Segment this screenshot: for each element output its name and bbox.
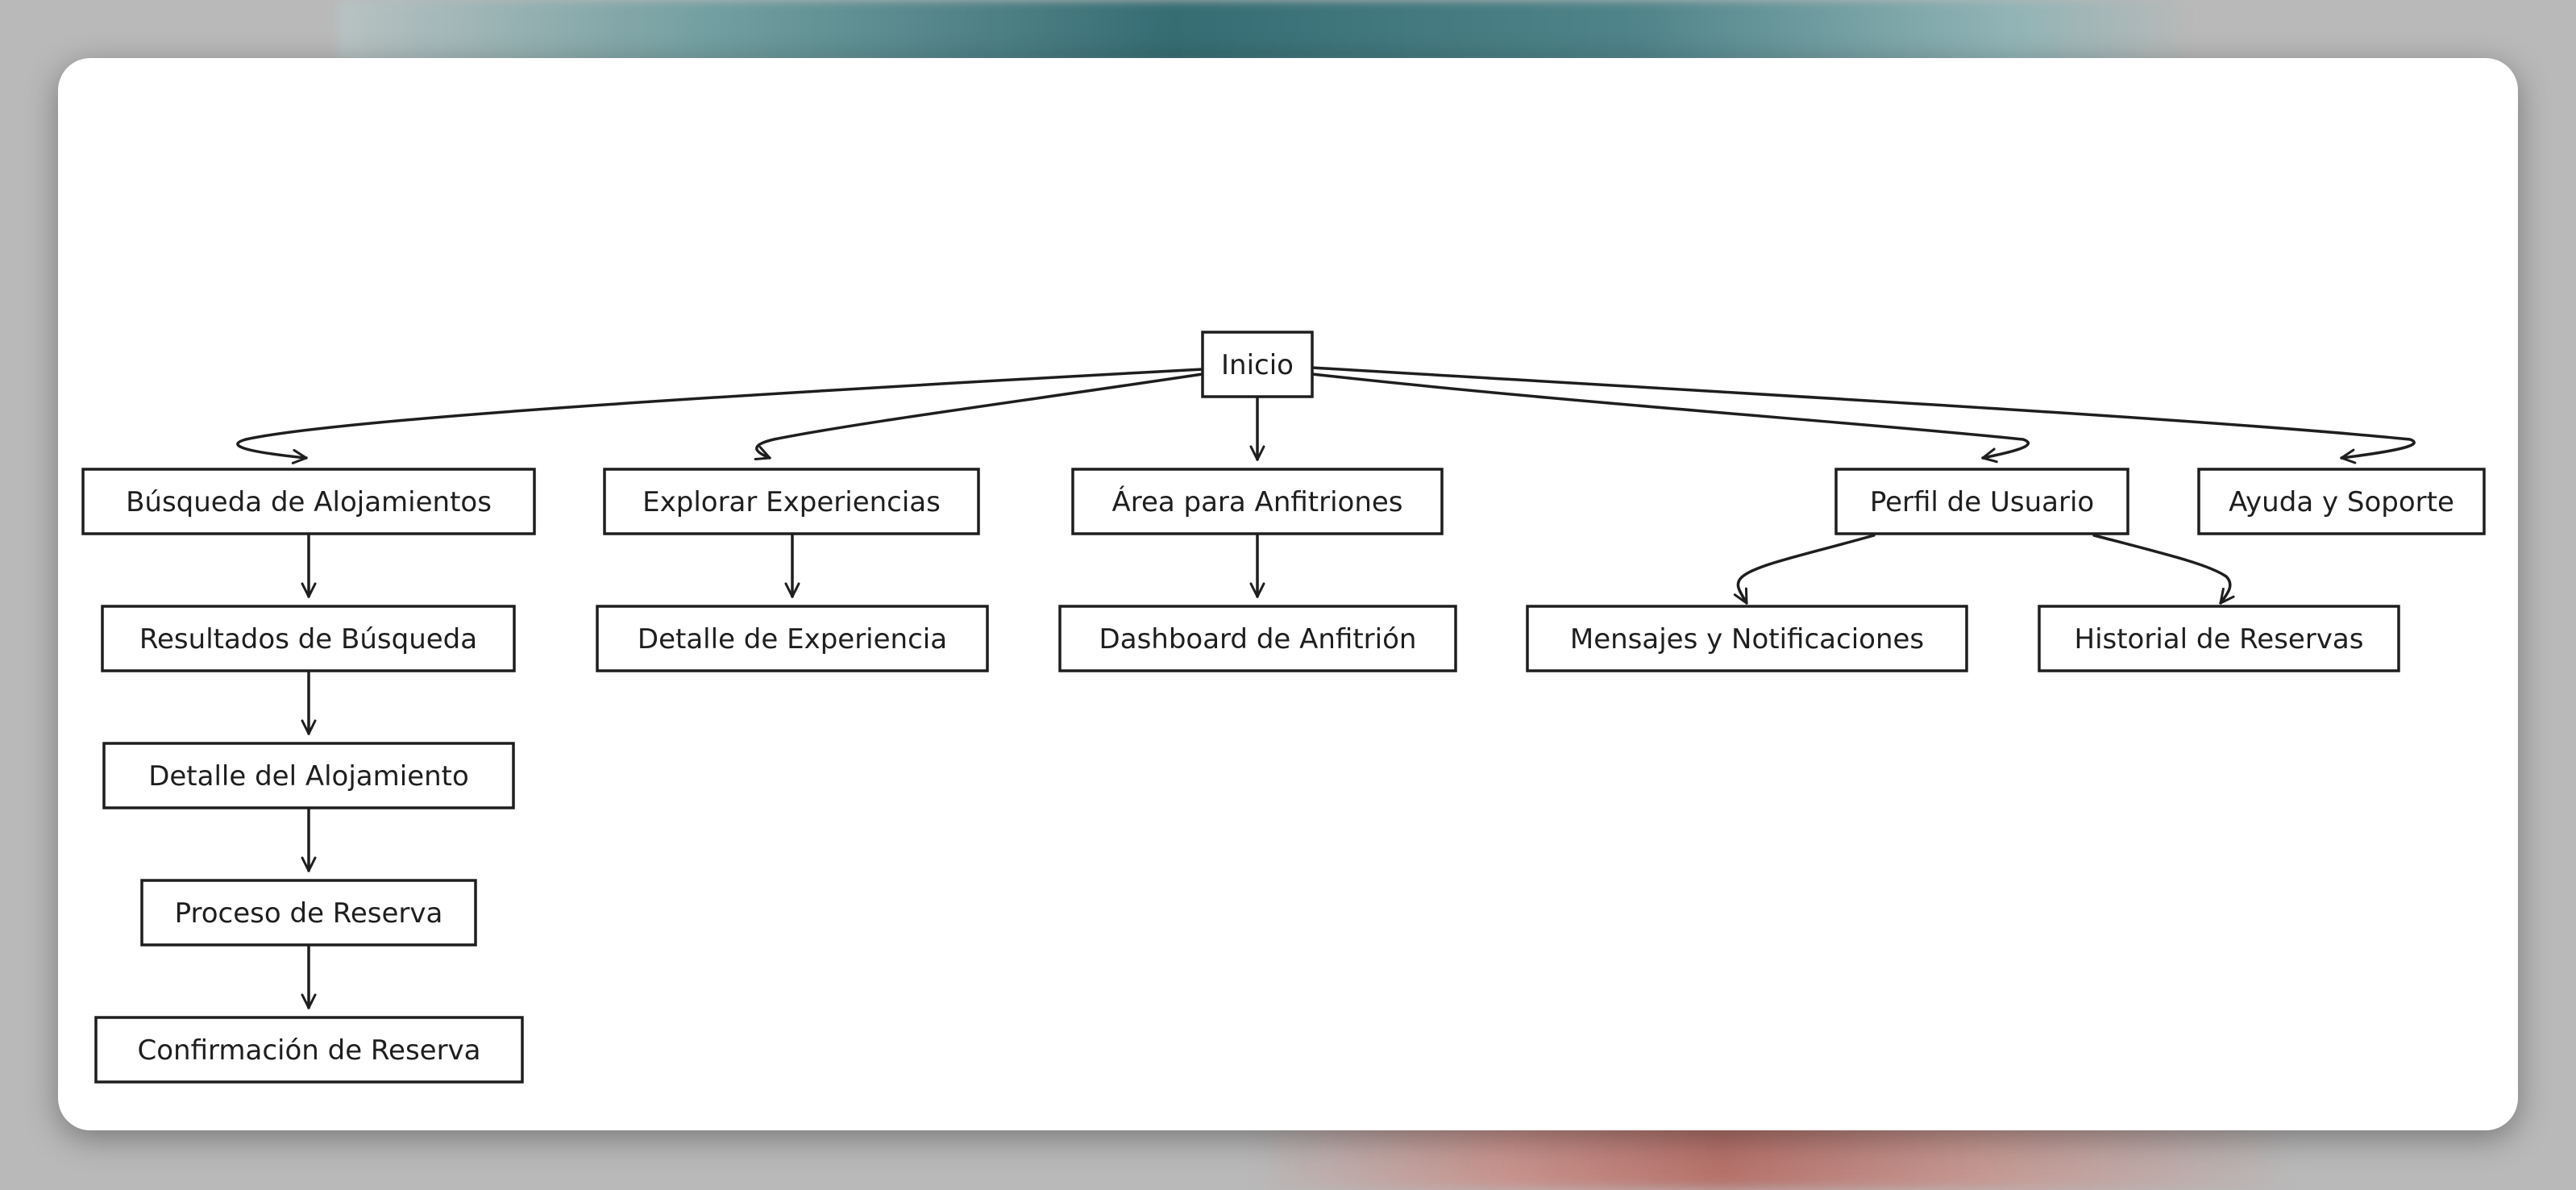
node-perfil: Perfil de Usuario <box>1834 468 2129 535</box>
node-label: Detalle del Alojamiento <box>148 760 469 793</box>
node-box <box>1071 468 1444 535</box>
node-mensajes: Mensajes y Notificaciones <box>1526 605 1968 672</box>
node-historial: Historial de Reservas <box>2038 605 2400 672</box>
diagram-canvas <box>58 58 2518 1130</box>
node-box <box>1834 468 2129 535</box>
edge-inicio-to-ayuda <box>1311 366 2416 464</box>
node-box <box>596 605 989 672</box>
edge-perfil-to-historial <box>2092 534 2235 605</box>
node-confirmacion: Confirmación de Reserva <box>94 1016 524 1084</box>
node-label: Búsqueda de Alojamientos <box>126 486 492 518</box>
node-box <box>2197 468 2486 535</box>
node-busqueda: Búsqueda de Alojamientos <box>81 468 536 535</box>
node-label: Inicio <box>1221 349 1294 381</box>
node-box <box>81 468 536 535</box>
node-ayuda: Ayuda y Soporte <box>2197 468 2486 535</box>
node-label: Dashboard de Anfitrión <box>1099 623 1417 655</box>
edge-inicio-to-busqueda <box>236 368 1204 464</box>
node-label: Ayuda y Soporte <box>2229 486 2454 518</box>
node-box <box>140 879 477 947</box>
node-box <box>102 742 515 809</box>
node-resultados: Resultados de Búsqueda <box>101 605 516 672</box>
node-anfitriones: Área para Anfitriones <box>1071 468 1444 535</box>
node-dashboard: Dashboard de Anfitrión <box>1058 605 1457 672</box>
node-label: Explorar Experiencias <box>642 486 941 518</box>
node-detalle-aloj: Detalle del Alojamiento <box>102 742 515 809</box>
node-label: Detalle de Experiencia <box>638 623 947 655</box>
background-blur-top <box>339 0 2192 64</box>
node-label: Perfil de Usuario <box>1870 486 2094 518</box>
node-box <box>2038 605 2400 672</box>
node-box <box>1526 605 1968 672</box>
node-proceso: Proceso de Reserva <box>140 879 477 947</box>
node-label: Historial de Reservas <box>2075 623 2364 655</box>
node-label: Confirmación de Reserva <box>137 1034 480 1067</box>
node-box <box>1058 605 1457 672</box>
node-box <box>603 468 980 535</box>
edge-inicio-to-perfil <box>1311 372 2030 464</box>
edge-perfil-to-mensajes <box>1733 534 1876 605</box>
edge-inicio-to-explorar <box>754 372 1204 460</box>
background-blur-bottom <box>1249 1121 2297 1190</box>
node-box <box>94 1016 524 1084</box>
node-label: Proceso de Reserva <box>175 897 443 930</box>
node-box <box>1201 331 1314 398</box>
node-explorar: Explorar Experiencias <box>603 468 980 535</box>
node-detalle-exp: Detalle de Experiencia <box>596 605 989 672</box>
node-label: Resultados de Búsqueda <box>139 623 477 655</box>
edges-layer <box>236 366 2416 1009</box>
node-label: Área para Anfitriones <box>1111 485 1402 518</box>
node-label: Mensajes y Notificaciones <box>1570 623 1924 655</box>
node-box <box>101 605 516 672</box>
node-inicio: Inicio <box>1201 331 1314 398</box>
